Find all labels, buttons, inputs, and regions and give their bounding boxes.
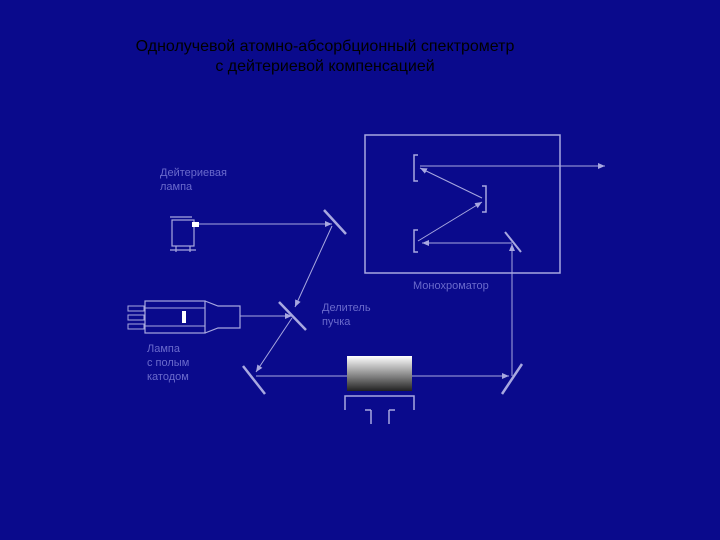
hollow-cathode-label-line-1: Лампа bbox=[147, 343, 181, 355]
atomizer bbox=[344, 356, 415, 424]
deuterium-lamp-label: Дейтериевая лампа bbox=[160, 167, 230, 193]
deuterium-label-line-2: лампа bbox=[160, 181, 193, 193]
hollow-cathode-label-line-3: катодом bbox=[147, 371, 189, 383]
hollow-cathode-label-line-2: с полым bbox=[147, 357, 189, 369]
hollow-cathode-lamp bbox=[127, 300, 241, 334]
ray-to-top-mirror bbox=[419, 167, 483, 199]
deuterium-label-line-1: Дейтериевая bbox=[160, 167, 227, 179]
mono-entrance-mirror bbox=[504, 231, 522, 253]
hollow-cathode-label: Лампа с полым катодом bbox=[147, 343, 192, 383]
lower-left-mirror bbox=[242, 365, 266, 395]
lower-right-mirror bbox=[500, 363, 524, 395]
monochromator bbox=[364, 134, 605, 274]
monochromator-label: Монохроматор bbox=[413, 280, 489, 292]
beam-splitter-label-line-1: Делитель bbox=[322, 302, 371, 314]
beam-splitter-label-line-2: пучка bbox=[322, 316, 351, 328]
atomizer-holder bbox=[344, 395, 415, 410]
title-line-1: Однолучевой атомно-абсорбционный спектро… bbox=[135, 38, 515, 55]
reflected-deuterium-beam bbox=[294, 225, 333, 308]
beam-splitter-label: Делитель пучка bbox=[322, 302, 374, 328]
mono-grating bbox=[482, 185, 487, 213]
combined-beam-down bbox=[255, 317, 293, 373]
deuterium-mirror bbox=[323, 209, 347, 235]
ray-to-grating bbox=[417, 201, 483, 242]
beam-splitter-mirror bbox=[278, 301, 307, 331]
title-line-2: с дейтериевой компенсацией bbox=[215, 58, 435, 75]
mono-mirror-bottom bbox=[413, 229, 418, 253]
mono-mirror-top bbox=[413, 154, 418, 182]
atomizer-cell bbox=[347, 356, 412, 391]
monochromator-box bbox=[364, 134, 561, 274]
slide-title: Однолучевой атомно-абсорбционный спектро… bbox=[0, 37, 650, 77]
beam-paths bbox=[199, 221, 515, 379]
deuterium-lamp bbox=[170, 216, 199, 252]
